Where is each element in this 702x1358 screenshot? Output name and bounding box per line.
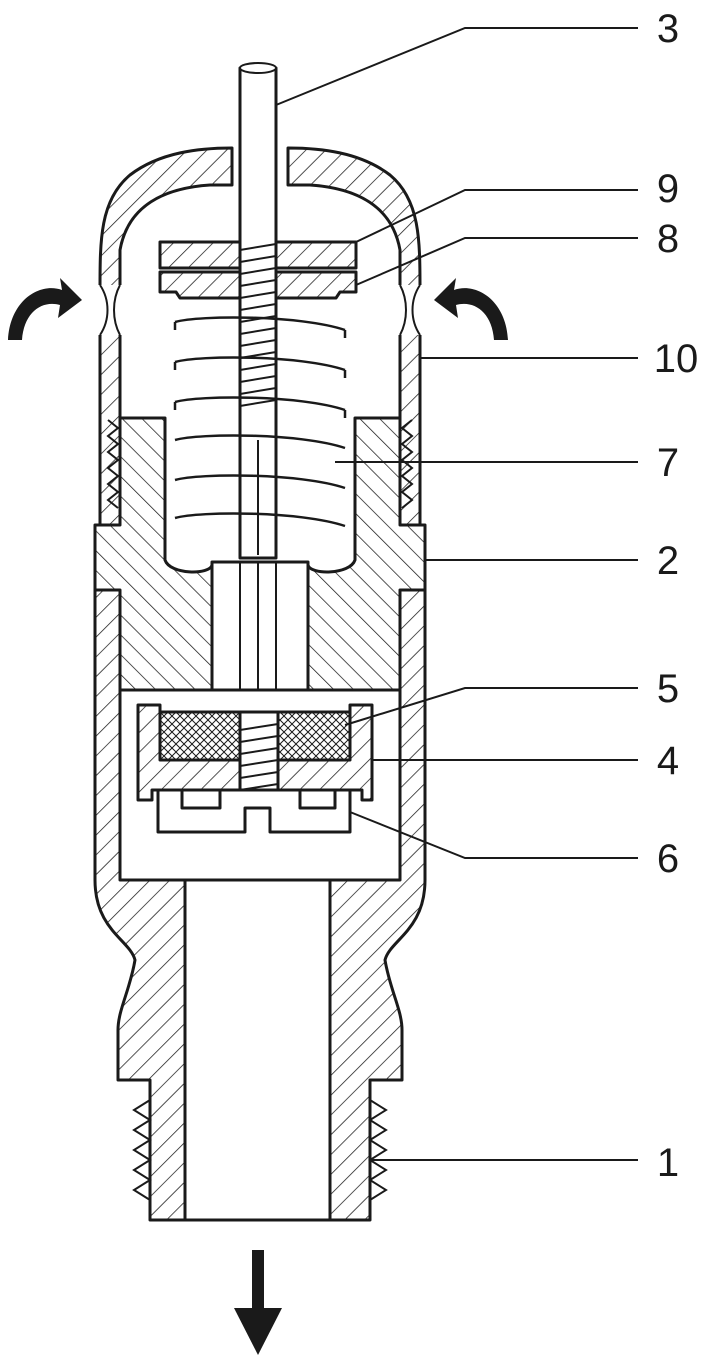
callout-4: 4 xyxy=(657,739,679,783)
valve-stem xyxy=(238,62,278,560)
flow-arrow-right-icon xyxy=(434,278,508,340)
lower-housing xyxy=(93,588,427,1222)
callout-3: 3 xyxy=(657,7,679,51)
spring-retainer xyxy=(158,270,358,300)
callout-7: 7 xyxy=(657,441,679,485)
callout-1: 1 xyxy=(657,1141,679,1185)
callout-9: 9 xyxy=(657,167,679,211)
guide-base xyxy=(156,788,352,834)
outflow-arrow-icon xyxy=(234,1250,282,1355)
callout-2: 2 xyxy=(657,539,679,583)
callout-10: 10 xyxy=(654,337,699,381)
flow-arrow-left-icon xyxy=(8,278,82,340)
callout-5: 5 xyxy=(657,667,679,711)
spring xyxy=(173,316,347,528)
cap-housing xyxy=(96,146,424,527)
upper-nut xyxy=(158,240,358,270)
seal-disc xyxy=(158,710,352,762)
leader-lines xyxy=(275,27,638,1161)
callout-8: 8 xyxy=(657,217,679,261)
valve-body xyxy=(93,416,427,692)
callout-6: 6 xyxy=(657,837,679,881)
